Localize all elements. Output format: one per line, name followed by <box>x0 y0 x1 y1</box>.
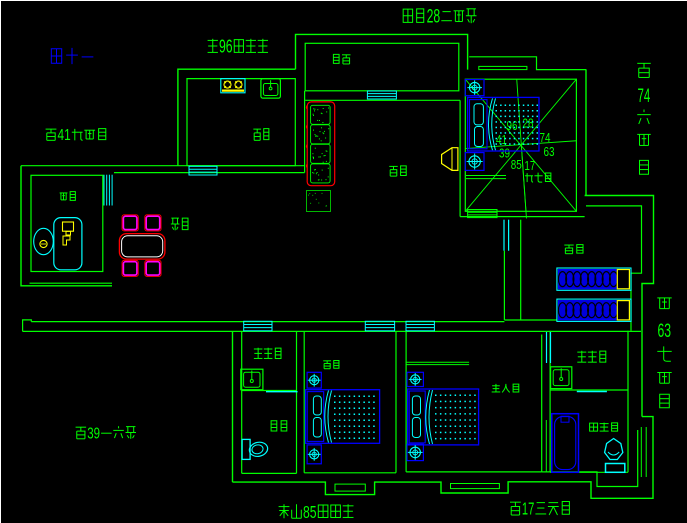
svg-text:63: 63 <box>544 145 555 159</box>
svg-text:17: 17 <box>522 499 534 519</box>
svg-text:39: 39 <box>87 424 100 442</box>
svg-text:28: 28 <box>427 7 441 28</box>
svg-text:41: 41 <box>496 133 507 147</box>
svg-text:17: 17 <box>524 159 535 173</box>
svg-text:41: 41 <box>58 127 71 144</box>
svg-text:28: 28 <box>523 116 534 130</box>
svg-text:74: 74 <box>638 85 651 107</box>
svg-text:63: 63 <box>658 321 672 342</box>
svg-text:96: 96 <box>507 119 518 133</box>
svg-text:39: 39 <box>499 147 510 161</box>
svg-text:96: 96 <box>219 36 233 57</box>
svg-text:85: 85 <box>511 158 522 172</box>
svg-text:85: 85 <box>303 502 317 522</box>
svg-text:74: 74 <box>540 131 551 145</box>
